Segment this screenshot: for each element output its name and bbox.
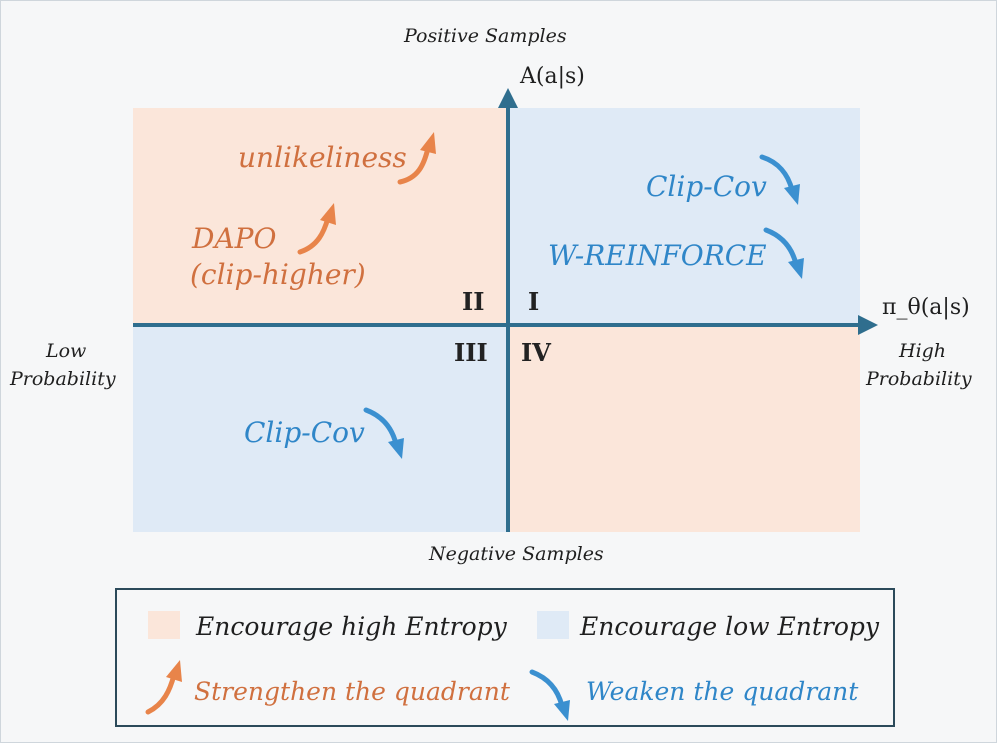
legend-low-entropy-label: Encourage low Entropy bbox=[580, 612, 880, 641]
quadrant-III-region bbox=[133, 325, 510, 532]
legend-box bbox=[115, 588, 895, 727]
legend-swatch-high-entropy bbox=[148, 611, 180, 639]
weaken-arrow-icon bbox=[363, 407, 404, 459]
positive-samples-label: Positive Samples bbox=[404, 25, 567, 47]
quadrant-II-region bbox=[133, 108, 510, 325]
legend-strengthen-arrow-icon bbox=[145, 660, 182, 715]
quadrant-II-label: II bbox=[462, 287, 485, 316]
low-probability-label-line1: Low bbox=[46, 340, 87, 362]
quadrant-III-label: III bbox=[454, 338, 488, 367]
legend-weaken-label: Weaken the quadrant bbox=[586, 677, 859, 706]
x-axis-label: π_θ(a|s) bbox=[882, 295, 970, 320]
y-axis-label: A(a|s) bbox=[520, 64, 585, 89]
clip-cov-q1-label: Clip-Cov bbox=[646, 170, 767, 203]
legend-swatch-low-entropy bbox=[537, 611, 569, 639]
quadrant-IV-label: IV bbox=[521, 338, 551, 367]
high-probability-label-line2: Probability bbox=[866, 368, 972, 390]
weaken-arrow-icon bbox=[763, 227, 804, 279]
low-probability-label-line2: Probability bbox=[10, 368, 116, 390]
strengthen-arrow-icon bbox=[397, 132, 436, 185]
clip-cov-q3-label: Clip-Cov bbox=[244, 416, 365, 449]
dapo-label: DAPO bbox=[192, 222, 277, 255]
weaken-arrow-icon bbox=[759, 154, 800, 205]
high-probability-label-line1: High bbox=[899, 340, 947, 362]
quadrant-I-label: I bbox=[528, 287, 540, 316]
legend-strengthen-label: Strengthen the quadrant bbox=[194, 677, 510, 706]
y-axis-arrowhead bbox=[498, 88, 518, 108]
x-axis-arrowhead bbox=[858, 315, 878, 335]
legend-high-entropy-label: Encourage high Entropy bbox=[196, 612, 507, 641]
dapo-clip-higher-label: (clip-higher) bbox=[190, 258, 366, 291]
unlikeliness-label: unlikeliness bbox=[238, 141, 407, 174]
strengthen-arrow-icon bbox=[297, 203, 336, 255]
negative-samples-label: Negative Samples bbox=[429, 543, 604, 565]
quadrant-I-region bbox=[510, 108, 860, 325]
legend-weaken-arrow-icon bbox=[529, 669, 570, 721]
quadrant-IV-region bbox=[510, 325, 860, 532]
w-reinforce-label: W-REINFORCE bbox=[548, 239, 767, 272]
